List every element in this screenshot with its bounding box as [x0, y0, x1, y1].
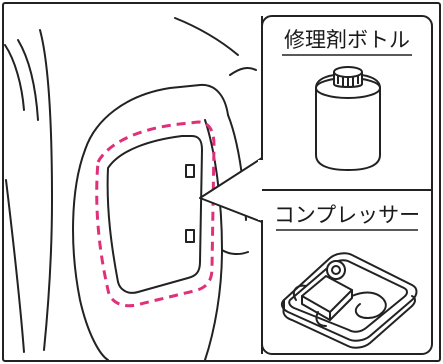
highlight-dashed-outline	[95, 120, 216, 308]
compressor-case-icon	[280, 252, 418, 349]
roof-line	[174, 17, 239, 56]
repair-bottle-label: 修理剤ボトル	[284, 28, 410, 52]
trim-left	[72, 149, 109, 361]
trim-upper	[84, 83, 229, 151]
pillar-line-4	[5, 179, 25, 353]
lower-detail	[221, 249, 249, 256]
service-lid	[106, 135, 203, 294]
pillar-line-3	[39, 29, 53, 351]
hinge-tab-lower	[185, 229, 195, 243]
pillar-line-1	[4, 44, 25, 111]
upper-detail	[229, 66, 257, 76]
compressor-label: コンプレッサー	[274, 203, 420, 227]
hinge-tab-upper	[185, 164, 195, 178]
repair-agent-bottle-icon	[315, 66, 381, 171]
callout-seam	[258, 160, 264, 220]
callout-box: 修理剤ボトル コンプレッサー	[199, 15, 433, 355]
pillar-line-2	[17, 39, 39, 121]
